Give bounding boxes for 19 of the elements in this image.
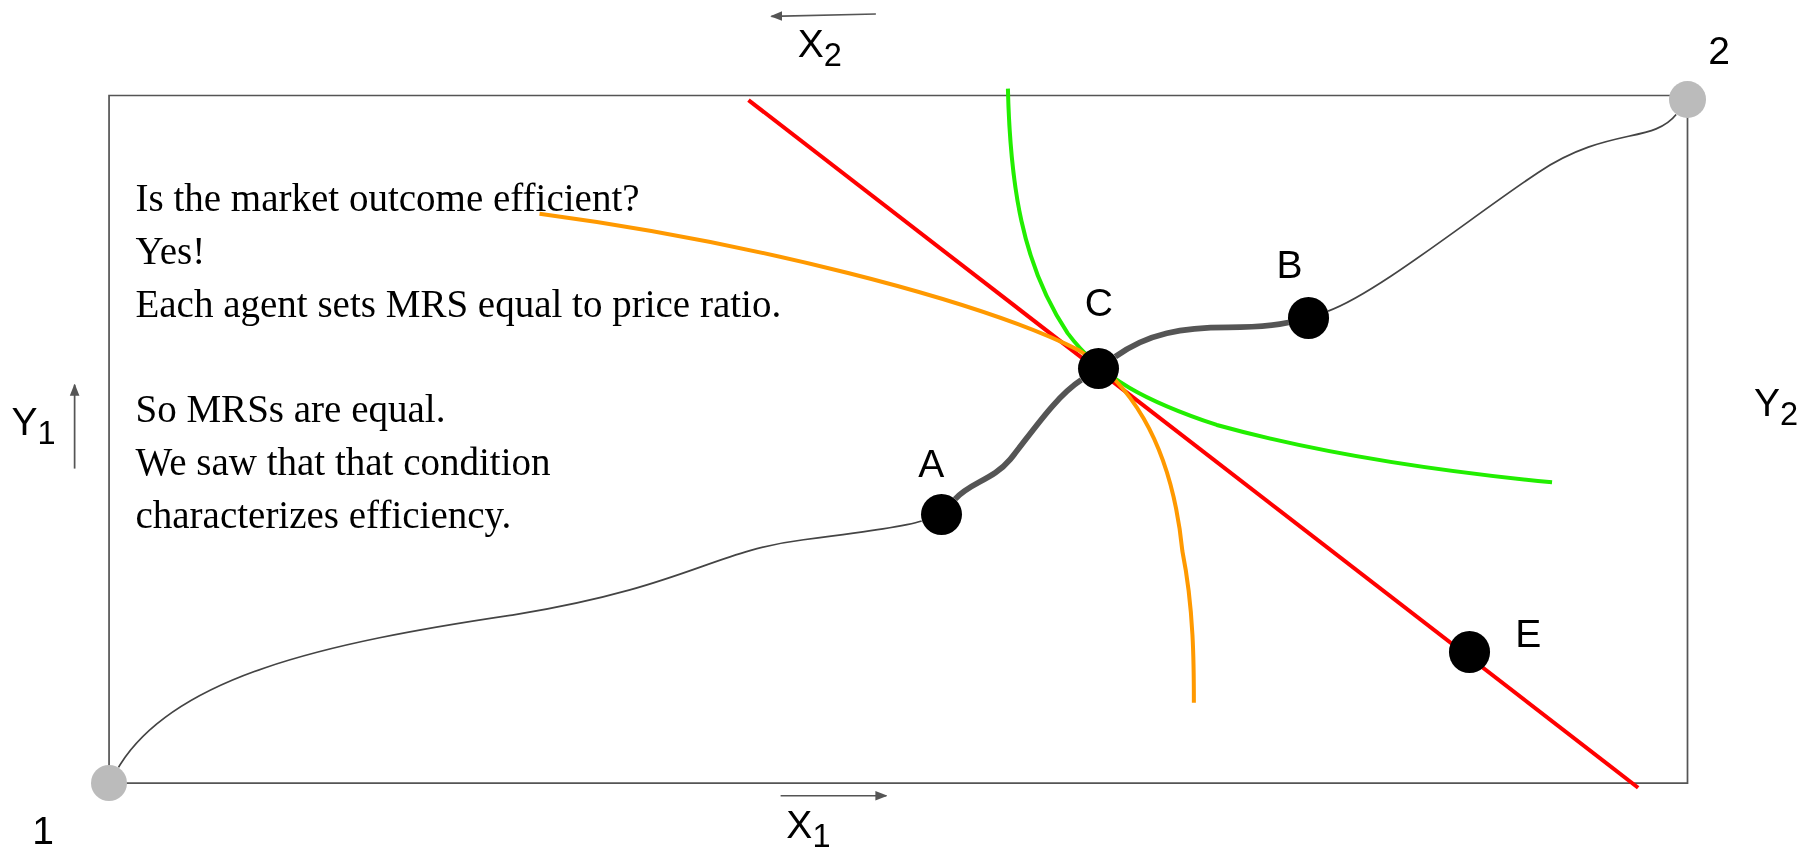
axis-label: Y$_{2}$ [1754, 379, 1799, 434]
note-text: We saw that that condition characterizes efficiency. [135, 439, 552, 539]
axis-label: X$_{1}$ [786, 801, 831, 856]
note-text: Is the market outcome efficient? [135, 175, 640, 222]
point-label: B [1276, 243, 1303, 289]
axis-label: X$_{2}$ [797, 21, 842, 76]
contract-curve [1113, 319, 1290, 360]
point-label: A [918, 441, 945, 487]
point-label: 1 [32, 809, 54, 855]
contract-curve [1327, 113, 1677, 312]
point-label: C [1084, 281, 1113, 327]
note-text: Yes! [135, 228, 206, 274]
axis-label: Y$_{1}$ [11, 399, 56, 453]
point-label: 2 [1708, 28, 1730, 74]
note-text: So MRSs are equal. [135, 386, 446, 433]
contract-curve [953, 377, 1083, 502]
note-text: Each agent sets MRS equal to price ratio. [135, 280, 783, 328]
contract-curve [117, 520, 923, 769]
point-label: E [1515, 611, 1542, 657]
